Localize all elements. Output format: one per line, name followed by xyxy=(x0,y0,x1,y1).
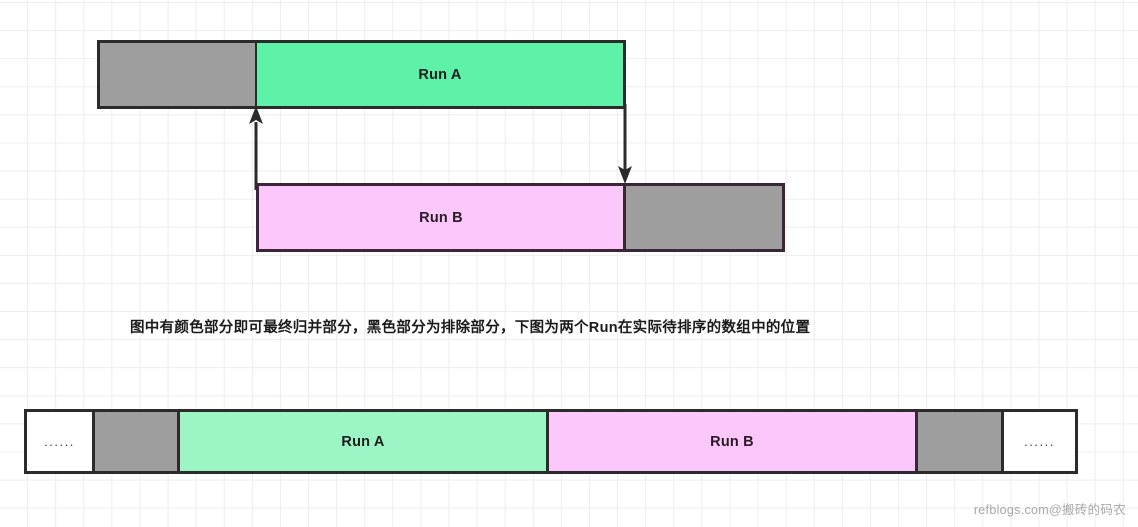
run-a-segment: Run A xyxy=(257,43,623,106)
array-cell-ellipsis-left: ...... xyxy=(27,412,95,471)
run-b-excluded-segment xyxy=(625,186,782,249)
array-cell-excluded-left xyxy=(95,412,180,471)
watermark-text: refblogs.com@搬砖的码农 xyxy=(973,503,1126,517)
array-cell-excluded-right xyxy=(918,412,1004,471)
array-bar: ...... Run A Run B ...... xyxy=(24,409,1078,474)
array-cell-ellipsis-right: ...... xyxy=(1004,412,1075,471)
array-cell-run-a: Run A xyxy=(180,412,549,471)
run-a-excluded-segment xyxy=(100,43,257,106)
run-b-segment: Run B xyxy=(259,186,625,249)
diagram-caption: 图中有颜色部分即可最终归并部分，黑色部分为排除部分，下图为两个Run在实际待排序… xyxy=(130,320,811,336)
run-b-bar-top: Run B xyxy=(256,183,785,252)
array-cell-run-b: Run B xyxy=(549,412,918,471)
run-a-bar-top: Run A xyxy=(97,40,626,109)
